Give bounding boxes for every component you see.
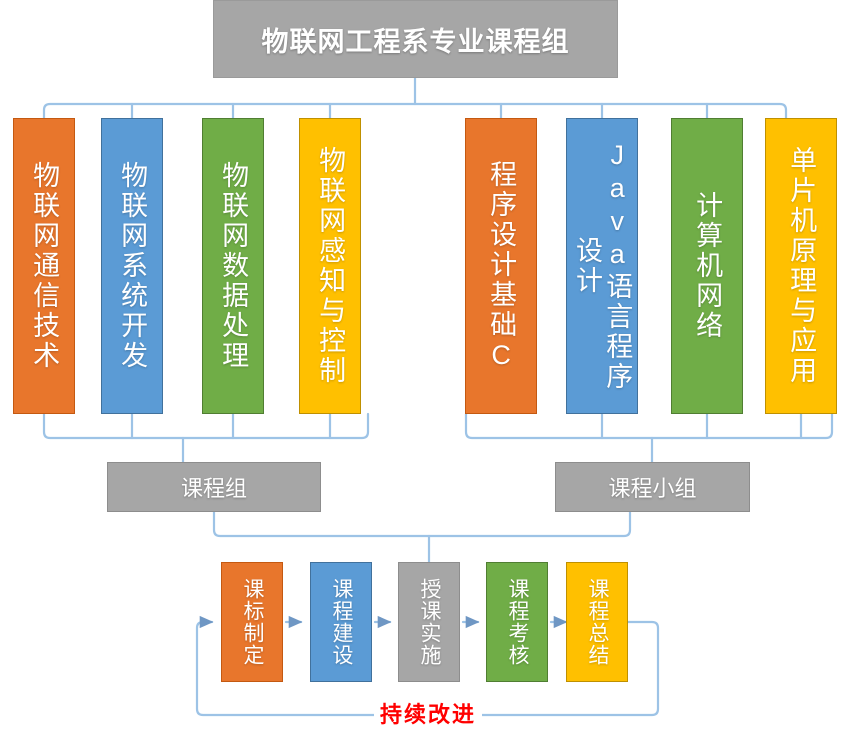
process-step-course-construction[interactable]: 课程建设	[310, 562, 372, 682]
process-step-course-summary[interactable]: 课程总结	[566, 562, 628, 682]
course-column-iot-communication[interactable]: 物联网通信技术	[13, 118, 75, 414]
left-gather-bus	[42, 412, 370, 440]
course-column-iot-data-processing[interactable]: 物联网数据处理	[202, 118, 264, 414]
process-step-standard-setting[interactable]: 课标制定	[221, 562, 283, 682]
course-column-computer-network[interactable]: 计算机网络	[671, 118, 743, 414]
course-column-mcu-principles-applications[interactable]: 单片机原理与应用	[765, 118, 837, 414]
continuous-improvement-text: 持续改进	[373, 702, 482, 727]
group-box-course-subgroup[interactable]: 课程小组	[555, 462, 750, 512]
top-distribution-bus	[42, 102, 788, 120]
process-step-course-assessment[interactable]: 课程考核	[486, 562, 548, 682]
process-step-teaching-implementation[interactable]: 授课实施	[398, 562, 460, 682]
course-column-c-programming-basics[interactable]: 程序设计基础C	[465, 118, 537, 414]
group-box-course-group[interactable]: 课程组	[107, 462, 321, 512]
continuous-improvement-label: 持续改进	[0, 697, 856, 729]
course-column-java-programming[interactable]: Java语言程序设计	[566, 118, 638, 414]
diagram-title: 物联网工程系专业课程组	[213, 0, 618, 78]
group-to-process-bus	[212, 510, 632, 538]
right-gather-bus	[464, 412, 834, 440]
course-column-iot-sensing-control[interactable]: 物联网感知与控制	[299, 118, 361, 414]
course-column-iot-system-development[interactable]: 物联网系统开发	[101, 118, 163, 414]
